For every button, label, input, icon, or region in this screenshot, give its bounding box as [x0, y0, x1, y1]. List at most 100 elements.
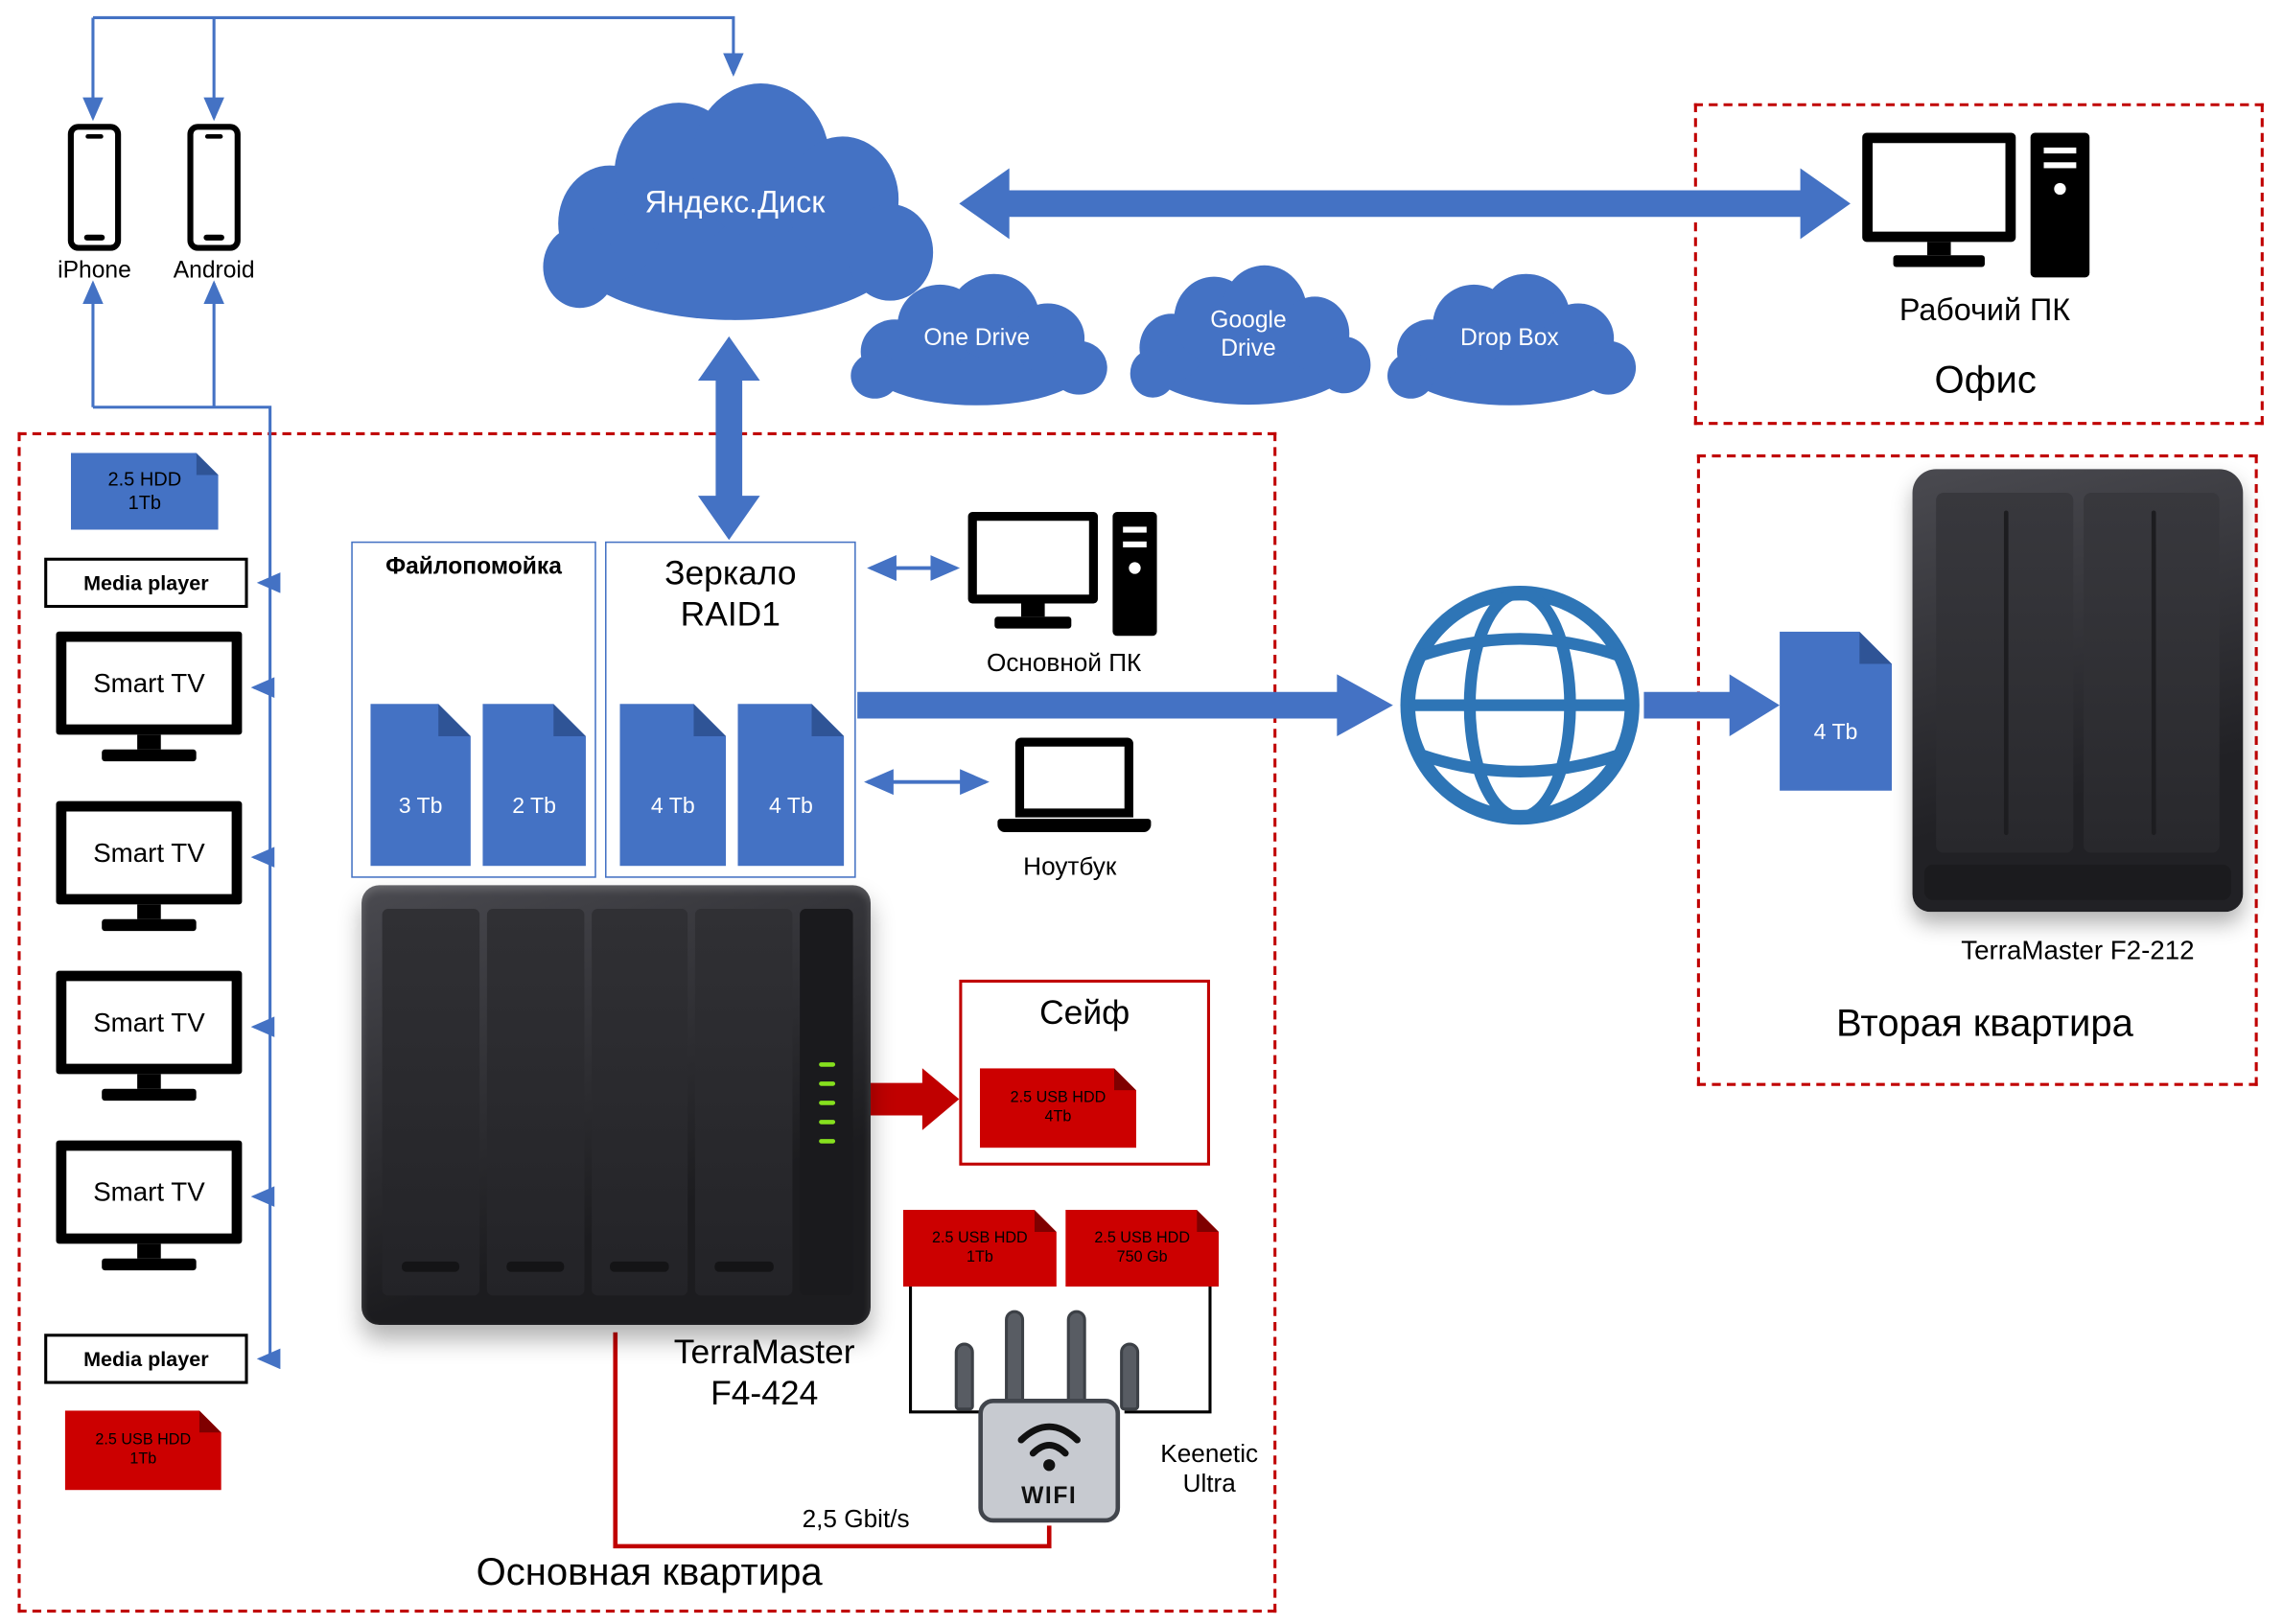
monitor-icon: [1862, 132, 2016, 267]
filedump-drive-3tb-icon: 3 Tb: [370, 704, 471, 866]
internet-globe-icon: [1400, 585, 1640, 825]
onedrive-cloud: One Drive: [835, 268, 1118, 416]
thick-blue-arrows: [697, 168, 1851, 736]
nas-f4-424-label: TerraMaster F4-424: [632, 1333, 897, 1414]
media-player-bottom: Media player: [44, 1334, 248, 1384]
smart-tv-3: Smart TV: [56, 970, 243, 1102]
android-icon: [187, 124, 241, 251]
cloud-office-arrow: [959, 168, 1851, 240]
router-name-line2: Ultra: [1182, 1470, 1236, 1498]
wifi-text-label: WIFI: [1021, 1484, 1078, 1510]
cloud-icon: [850, 273, 1107, 406]
second-apartment-boundary-box: [1696, 454, 2258, 1086]
google-drive-label-line1: Google: [1210, 308, 1287, 334]
cloud-icon: [1387, 273, 1637, 406]
smart-tv-1-label: Smart TV: [93, 667, 205, 698]
nas-f4-424-label-line2: F4-424: [711, 1373, 819, 1412]
phone-cloud-sync-lines: [82, 15, 744, 122]
main-apartment-boundary-box: [17, 431, 1277, 1613]
safe-box: Сейф 2.5 USB HDD 4Tb: [959, 979, 1210, 1166]
router-usb-hdd-750gb-icon: 2.5 USB HDD 750 Gb: [1065, 1210, 1219, 1287]
router-usb-hdd-1tb-icon: 2.5 USB HDD 1Tb: [903, 1210, 1057, 1287]
iphone-icon: [67, 124, 122, 251]
filedump-drive-3tb-label: 3 Tb: [398, 793, 443, 820]
raid-title-line2: RAID1: [680, 593, 780, 633]
smart-tv-2: Smart TV: [56, 800, 243, 932]
router-usb-hdd-750gb-line2: 750 Gb: [1116, 1247, 1168, 1266]
raid-drive-4tb-b-icon: 4 Tb: [738, 704, 845, 866]
safe-usb-hdd-line2: 4Tb: [1044, 1107, 1072, 1126]
google-drive-label-line2: Drive: [1221, 336, 1276, 362]
iphone-label: iPhone: [58, 258, 131, 284]
nas-led-panel: [800, 909, 853, 1296]
tower-icon: [1112, 512, 1157, 637]
nas-terramaster-f2-212-icon: [1912, 469, 2244, 913]
hdd-25-1tb-line1: 2.5 HDD: [107, 468, 182, 491]
yandex-disk-cloud: Яндекс.Диск: [520, 74, 950, 339]
nas-safe-arrow: [869, 1068, 960, 1130]
red-links: [613, 1068, 1052, 1549]
google-drive-label: Google Drive: [1210, 307, 1286, 363]
raid-drive-4tb-a-icon: 4 Tb: [619, 704, 726, 866]
cloud-icon: [1130, 265, 1371, 406]
raid-drive-4tb-b-label: 4 Tb: [769, 793, 813, 820]
link-speed-label: 2,5 Gbit/s: [802, 1504, 910, 1534]
filedump-title: Файлопомойка: [385, 554, 562, 580]
onedrive-label: One Drive: [923, 326, 1031, 352]
main-pc-icon: [967, 512, 1157, 637]
hdd-25-1tb-icon: 2.5 HDD 1Tb: [71, 452, 219, 529]
google-drive-cloud: Google Drive: [1115, 260, 1381, 416]
main-apartment-title: Основная квартира: [476, 1548, 823, 1594]
router-usb-hdd-1tb-line2: 1Tb: [966, 1247, 993, 1266]
usb-hdd-1tb-bottom-icon: 2.5 USB HDD 1Tb: [65, 1410, 221, 1490]
main-pc-label: Основной ПК: [986, 649, 1142, 678]
smart-tv-1: Smart TV: [56, 631, 243, 762]
media-distribution-lines: [82, 280, 281, 1370]
usb-hdd-1tb-bottom-line2: 1Tb: [129, 1450, 157, 1469]
remote-drive-4tb-label: 4 Tb: [1813, 720, 1858, 746]
remote-drive-4tb-icon: 4 Tb: [1780, 632, 1892, 791]
wifi-router-icon: WIFI: [952, 1308, 1147, 1529]
yandex-disk-label: Яндекс.Диск: [644, 186, 826, 220]
smart-tv-4-label: Smart TV: [93, 1176, 205, 1207]
laptop-icon: [997, 737, 1152, 832]
cloud-icon: [543, 83, 934, 320]
router-name-line1: Keenetic: [1160, 1440, 1259, 1469]
safe-title: Сейф: [1039, 992, 1130, 1032]
laptop-label: Ноутбук: [1023, 852, 1117, 881]
office-pc-label: Рабочий ПК: [1899, 293, 2071, 328]
android-label: Android: [173, 258, 255, 284]
smart-tv-2-label: Smart TV: [93, 837, 205, 868]
tower-icon: [2030, 132, 2090, 278]
router-usb-hdd-750gb-line1: 2.5 USB HDD: [1094, 1229, 1191, 1248]
router-usb-hdd-1tb-line1: 2.5 USB HDD: [932, 1229, 1028, 1248]
filedump-drive-2tb-label: 2 Tb: [512, 793, 557, 820]
nas-drive-bays: [1936, 493, 2220, 853]
smart-tv-4: Smart TV: [56, 1140, 243, 1271]
wifi-signal-icon: [1017, 1423, 1081, 1472]
nas-terramaster-f4-424-icon: [361, 885, 872, 1326]
safe-usb-hdd-line1: 2.5 USB HDD: [1010, 1089, 1107, 1107]
media-player-top: Media player: [44, 557, 248, 609]
nas-f4-424-label-line1: TerraMaster: [673, 1332, 855, 1371]
smart-tv-3-label: Smart TV: [93, 1007, 205, 1037]
monitor-icon: [967, 512, 1099, 629]
nas-router-link-line: [613, 1332, 1052, 1549]
safe-usb-hdd-4tb-icon: 2.5 USB HDD 4Tb: [980, 1068, 1136, 1148]
router-name-label: Keenetic Ultra: [1125, 1440, 1294, 1500]
hdd-25-1tb-line2: 1Tb: [128, 491, 162, 514]
raid-title-line1: Зеркало: [664, 553, 797, 592]
raid-drive-4tb-a-label: 4 Tb: [650, 793, 695, 820]
raid-client-arrows: [864, 555, 990, 796]
raid-globe-arrow: [857, 674, 1393, 736]
raid-mirror-title: Зеркало RAID1: [607, 553, 855, 635]
router-body: WIFI: [978, 1398, 1121, 1523]
office-pc-icon: [1862, 132, 2090, 278]
dropbox-cloud: Drop Box: [1372, 268, 1646, 416]
filedump-drive-2tb-icon: 2 Tb: [482, 704, 586, 866]
globe-apartment2-arrow: [1643, 674, 1781, 736]
office-title: Офис: [1934, 357, 2037, 402]
dropbox-label: Drop Box: [1460, 326, 1559, 352]
